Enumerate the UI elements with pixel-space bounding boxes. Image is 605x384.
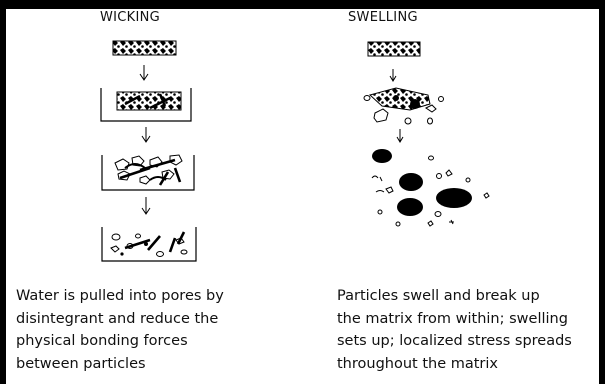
swelling-stage-1-tablet bbox=[368, 42, 420, 56]
wicking-caption-line: disintegrant and reduce the bbox=[16, 308, 306, 331]
wicking-stage-4-beaker bbox=[102, 227, 196, 261]
swelling-arrow-1 bbox=[390, 69, 396, 81]
wicking-stage-2-beaker bbox=[101, 88, 191, 121]
wicking-caption-line: between particles bbox=[16, 353, 306, 376]
wicking-caption-line: Water is pulled into pores by bbox=[16, 285, 306, 308]
swelling-caption: Particles swell and break up the matrix … bbox=[337, 285, 602, 375]
swelling-caption-line: Particles swell and break up bbox=[337, 285, 602, 308]
swelling-caption-line: throughout the matrix bbox=[337, 353, 602, 376]
swelling-caption-line: sets up; localized stress spreads bbox=[337, 330, 602, 353]
swelling-stage-3-swollen-particles bbox=[372, 149, 489, 226]
swelling-stage-2-particles bbox=[364, 88, 444, 124]
wicking-arrow-3 bbox=[142, 197, 150, 214]
wicking-arrow-2 bbox=[142, 127, 150, 142]
swelling-arrow-2 bbox=[397, 129, 403, 142]
wicking-arrow-1 bbox=[140, 65, 148, 80]
wicking-stage-3-beaker bbox=[102, 155, 194, 190]
wicking-caption-line: physical bonding forces bbox=[16, 330, 306, 353]
wicking-caption: Water is pulled into pores by disintegra… bbox=[16, 285, 306, 375]
swelling-caption-line: the matrix from within; swelling bbox=[337, 308, 602, 331]
wicking-stage-1-tablet bbox=[113, 41, 176, 55]
